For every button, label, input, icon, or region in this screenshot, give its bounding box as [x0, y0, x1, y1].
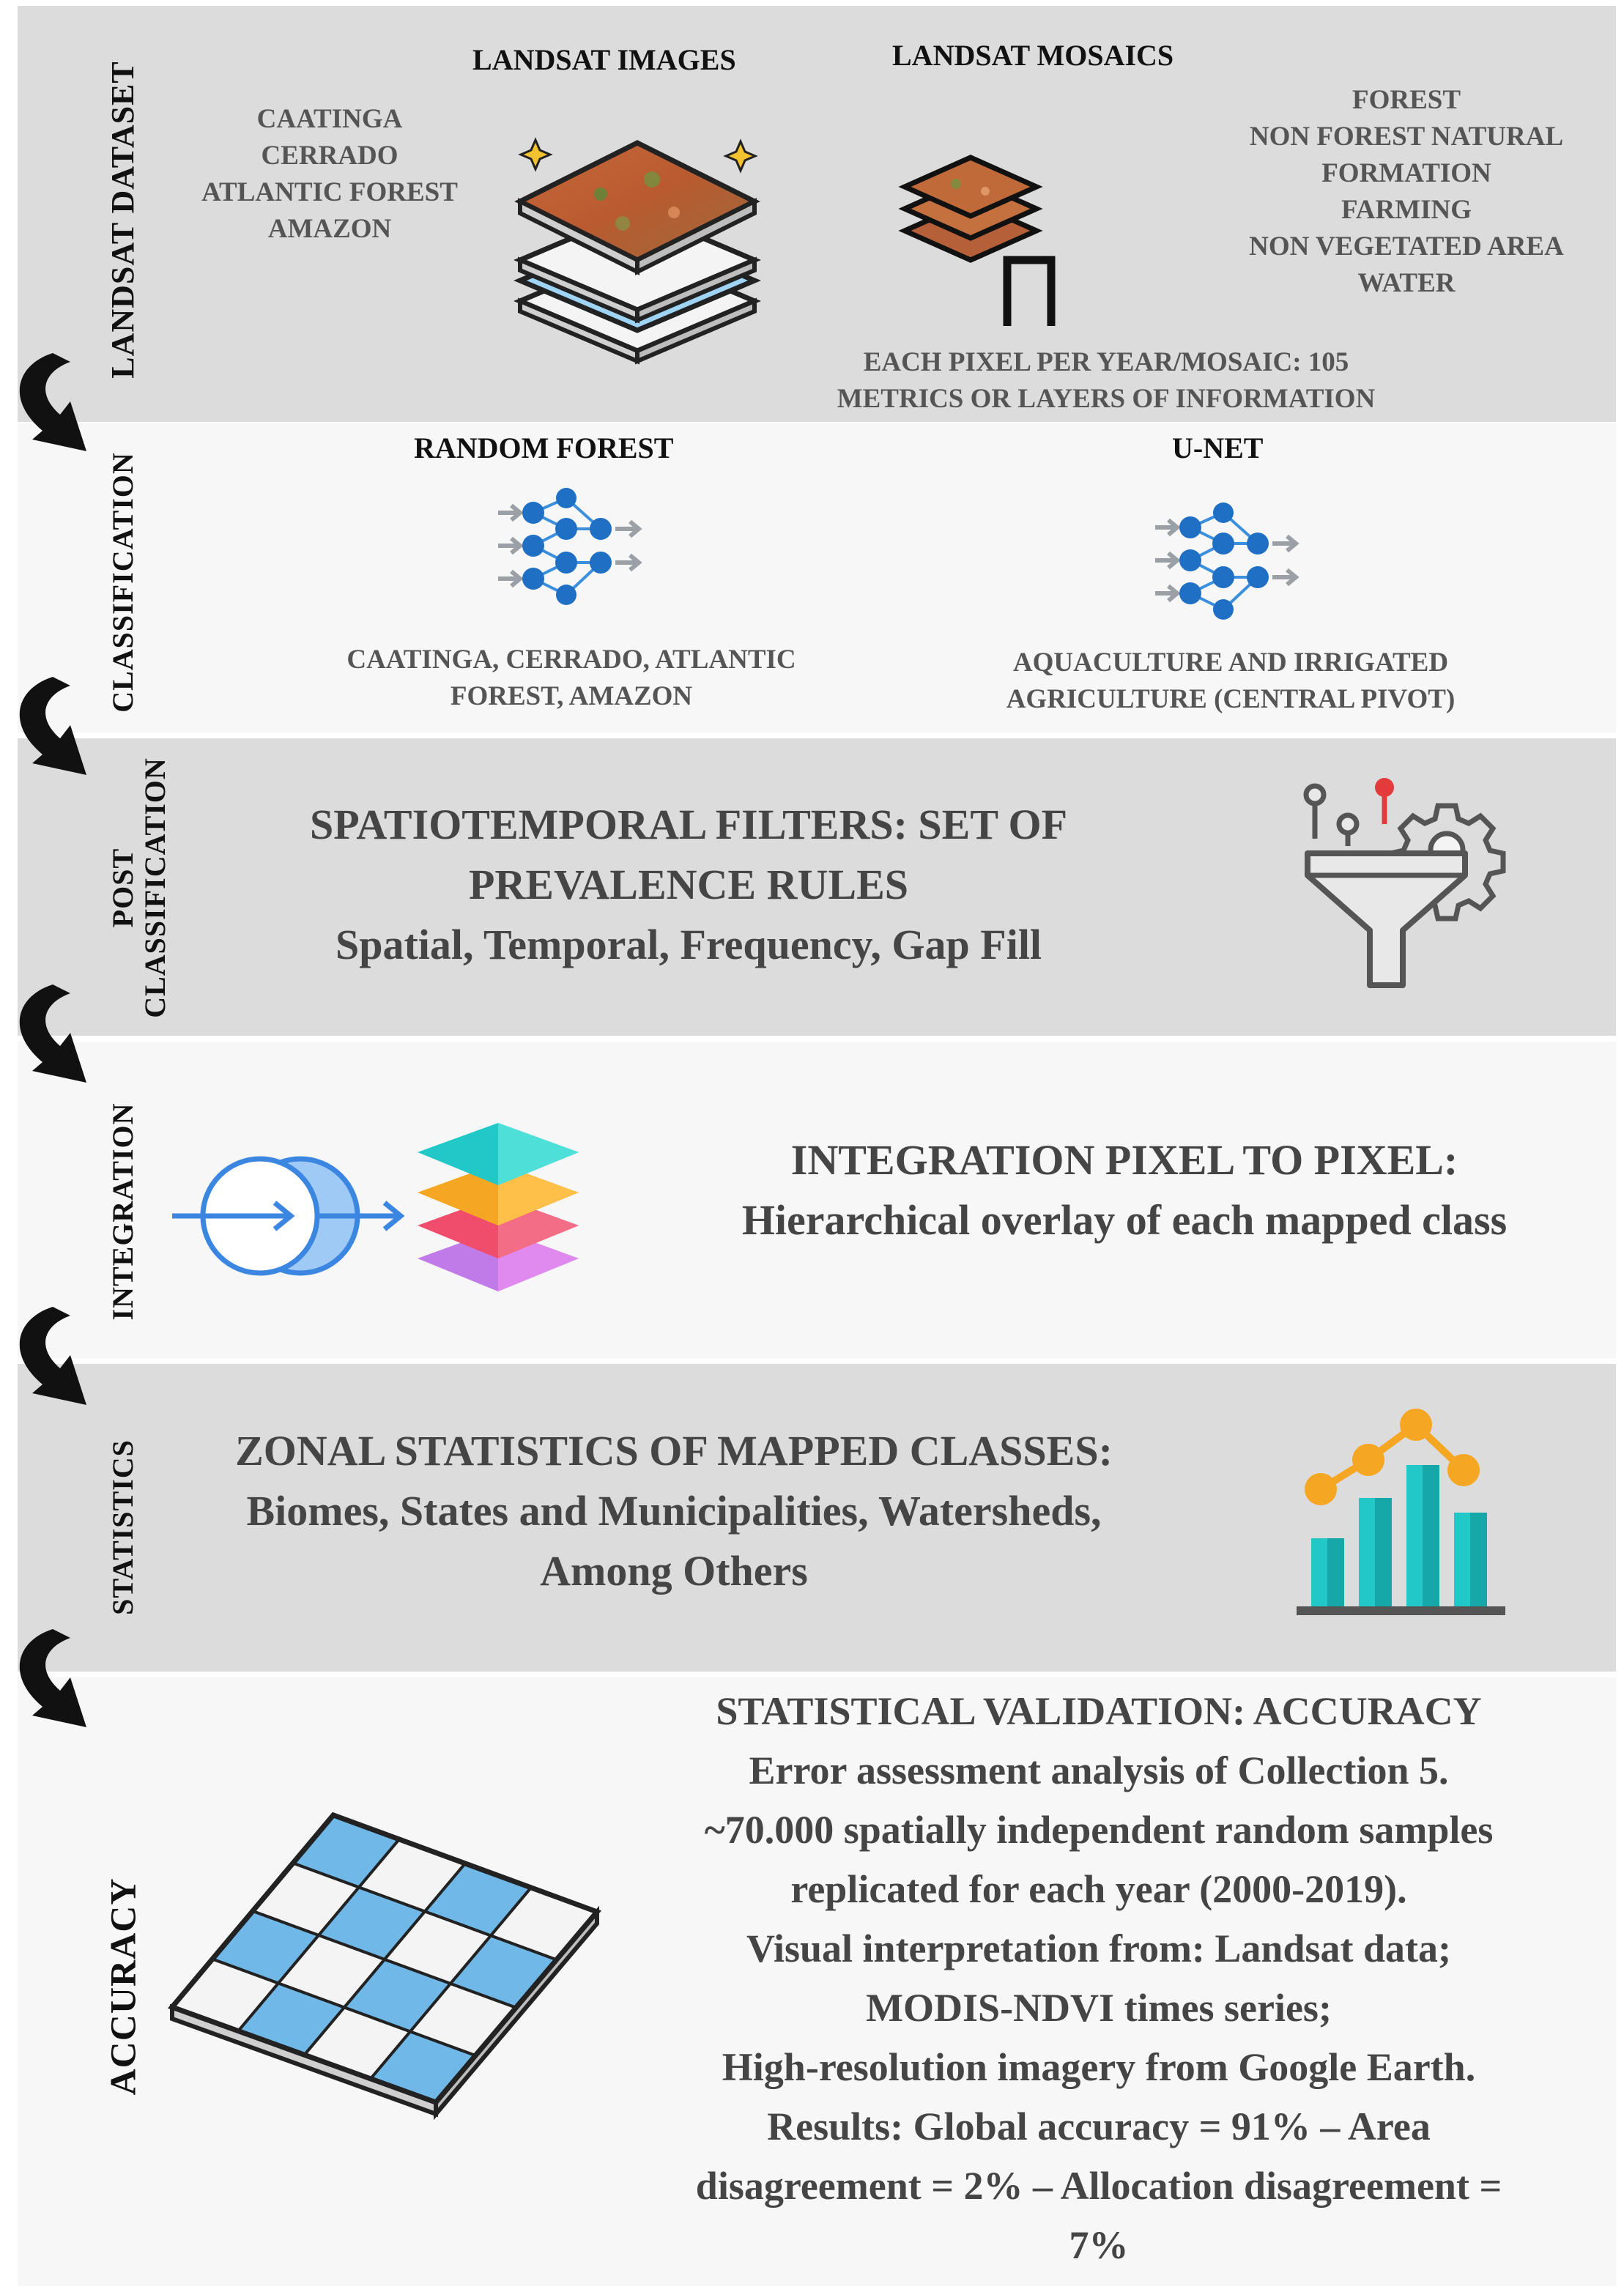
layer-stack-icon — [418, 1123, 579, 1291]
random-forest-title: RANDOM FOREST — [414, 431, 674, 464]
biome-item: ATLANTIC FOREST — [201, 177, 458, 207]
curved-arrow-icon — [19, 1307, 86, 1405]
class-item: NON VEGETATED AREA — [1249, 231, 1564, 262]
integration-line: INTEGRATION PIXEL TO PIXEL: — [790, 1136, 1458, 1184]
accuracy-text: STATISTICAL VALIDATION: ACCURACY Error a… — [597, 1682, 1601, 2275]
class-item: FOREST — [1352, 85, 1461, 115]
curved-arrow-icon — [19, 353, 86, 451]
classification-band — [18, 423, 1616, 733]
post-classification-text: SPATIOTEMPORAL FILTERS: SET OF PREVALENC… — [220, 795, 1157, 975]
checker-cells — [172, 1815, 597, 2102]
post-label-line-1: POST — [106, 848, 139, 928]
accuracy-line: ~70.000 spatially independent random sam… — [704, 1808, 1494, 1852]
pixel-note: EACH PIXEL PER YEAR/MOSAIC: 105 METRICS … — [791, 344, 1421, 418]
biome-item: CERRADO — [261, 141, 398, 171]
integration-line: Hierarchical overlay of each mapped clas… — [741, 1196, 1508, 1244]
post-classification-label: POST CLASSIFICATION — [106, 757, 171, 1018]
class-item: NON FOREST NATURAL — [1249, 122, 1564, 152]
biome-item: AMAZON — [267, 214, 392, 244]
post-line: SPATIOTEMPORAL FILTERS: SET OF — [309, 801, 1068, 848]
pixel-note-line: METRICS OR LAYERS OF INFORMATION — [837, 384, 1376, 414]
statistics-text: ZONAL STATISTICS OF MAPPED CLASSES: Biom… — [161, 1421, 1187, 1601]
mosaic-grid-icon — [898, 155, 1056, 326]
landsat-dataset-label: LANDSAT DATASET — [104, 61, 141, 379]
accuracy-line: MODIS-NDVI times series; — [866, 1986, 1332, 2030]
landsat-images-title: LANDSAT IMAGES — [472, 43, 736, 76]
curved-arrow-icon — [19, 677, 86, 775]
class-item: WATER — [1357, 268, 1456, 298]
class-list: FOREST NON FOREST NATURAL FORMATION FARM… — [1231, 82, 1582, 302]
pixel-note-line: EACH PIXEL PER YEAR/MOSAIC: 105 — [863, 347, 1349, 377]
checker-grid-icon — [168, 1811, 601, 2121]
accuracy-line: Visual interpretation from: Landsat data… — [746, 1926, 1451, 1970]
random-forest-description: CAATINGA, CERRADO, ATLANTIC FOREST, AMAZ… — [308, 642, 835, 715]
unet-description: AQUACULTURE AND IRRIGATED AGRICULTURE (C… — [967, 645, 1494, 718]
merge-circles-icon — [172, 1156, 405, 1276]
classification-label: CLASSIFICATION — [106, 452, 139, 713]
neural-network-icon — [1155, 502, 1299, 620]
post-line: Spatial, Temporal, Frequency, Gap Fill — [335, 921, 1042, 968]
biome-item: CAATINGA — [256, 104, 403, 134]
unet-desc-line: AQUACULTURE AND IRRIGATED — [1012, 648, 1449, 678]
biome-list: CAATINGA CERRADO ATLANTIC FOREST AMAZON — [183, 101, 476, 248]
post-label-line-2: CLASSIFICATION — [138, 757, 171, 1018]
statistics-line: ZONAL STATISTICS OF MAPPED CLASSES: — [235, 1427, 1113, 1475]
statistics-line: Among Others — [540, 1547, 808, 1595]
statistics-band — [18, 1364, 1616, 1672]
rf-desc-line: CAATINGA, CERRADO, ATLANTIC — [346, 645, 796, 675]
integration-label: INTEGRATION — [106, 1102, 139, 1321]
accuracy-line: disagreement = 2% – Allocation disagreem… — [695, 2164, 1502, 2208]
filter-funnel-gear-icon — [1303, 778, 1506, 988]
statistics-line: Biomes, States and Municipalities, Water… — [246, 1487, 1102, 1535]
curved-arrow-icon — [19, 984, 86, 1083]
statistics-label: STATISTICS — [106, 1439, 139, 1615]
accuracy-line: replicated for each year (2000-2019). — [790, 1867, 1407, 1911]
unet-desc-line: AGRICULTURE (CENTRAL PIVOT) — [1006, 684, 1456, 714]
curved-arrow-icon — [19, 1629, 86, 1727]
post-line: PREVALENCE RULES — [468, 861, 909, 908]
class-item: FORMATION — [1321, 158, 1491, 188]
accuracy-line: STATISTICAL VALIDATION: ACCURACY — [716, 1689, 1482, 1733]
bar-line-chart-icon — [1297, 1409, 1505, 1615]
neural-network-icon — [498, 488, 642, 605]
integration-text: INTEGRATION PIXEL TO PIXEL: Hierarchical… — [659, 1130, 1590, 1250]
accuracy-line: 7% — [1069, 2223, 1129, 2267]
rf-desc-line: FOREST, AMAZON — [450, 681, 693, 711]
unet-title: U-NET — [1172, 431, 1264, 464]
landsat-dataset-band — [18, 6, 1616, 422]
accuracy-line: Results: Global accuracy = 91% – Area — [767, 2104, 1431, 2148]
accuracy-label: ACCURACY — [102, 1877, 144, 2096]
accuracy-line: High-resolution imagery from Google Eart… — [722, 2045, 1476, 2089]
landsat-mosaics-title: LANDSAT MOSAICS — [892, 39, 1174, 72]
class-item: FARMING — [1341, 195, 1472, 225]
satellite-image-stack-icon — [513, 137, 761, 365]
accuracy-line: Error assessment analysis of Collection … — [749, 1748, 1449, 1792]
